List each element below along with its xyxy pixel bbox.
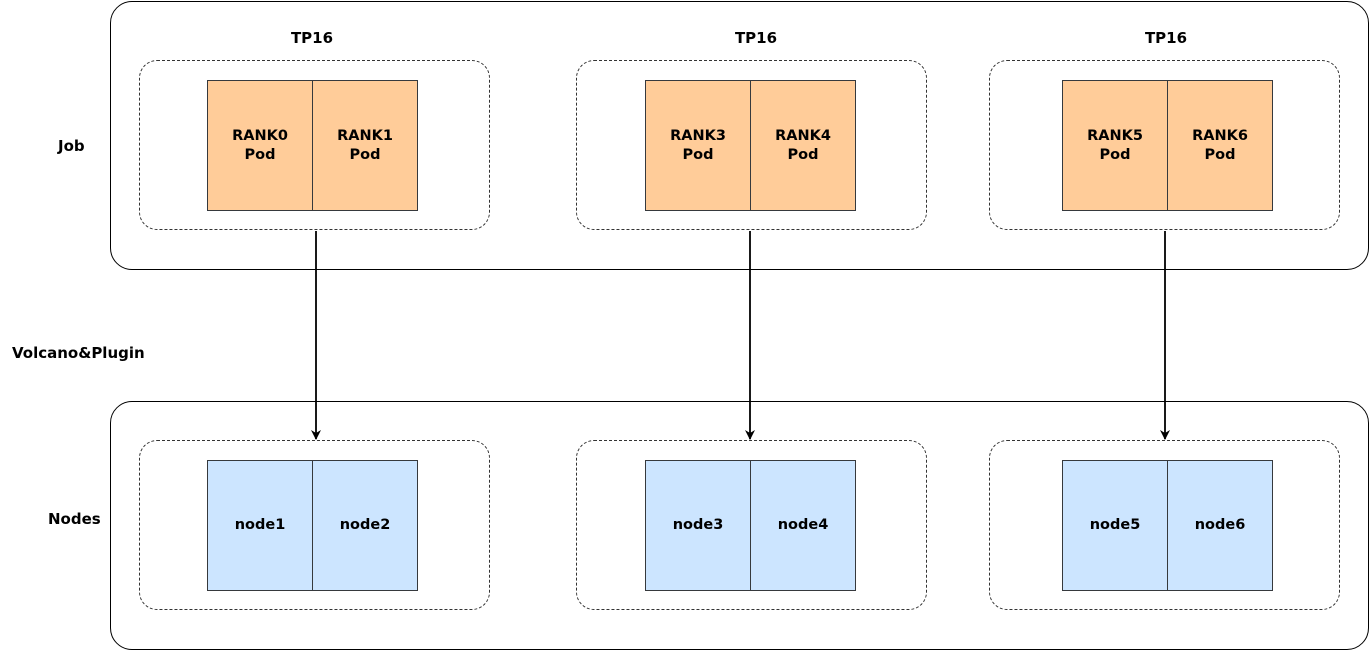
pod-cell: RANK0 Pod bbox=[207, 80, 313, 211]
pod-rank-label: RANK1 bbox=[337, 127, 393, 144]
node-cell: node3 bbox=[645, 460, 751, 591]
job-row-label: Job bbox=[58, 137, 85, 155]
pod-group bbox=[576, 60, 927, 230]
tp-group-title: TP16 bbox=[1144, 29, 1188, 47]
node-cell: node5 bbox=[1062, 460, 1168, 591]
node-label: node5 bbox=[1089, 517, 1141, 533]
pod-cell: RANK1 Pod bbox=[312, 80, 418, 211]
pod-type-label: Pod bbox=[1204, 146, 1236, 163]
nodes-row-label: Nodes bbox=[48, 510, 101, 528]
pod-cell: RANK3 Pod bbox=[645, 80, 751, 211]
node-group bbox=[139, 440, 490, 610]
pod-rank-label: RANK3 bbox=[670, 127, 726, 144]
tp-group-title: TP16 bbox=[290, 29, 334, 47]
node-cell: node6 bbox=[1167, 460, 1273, 591]
node-label: node6 bbox=[1194, 517, 1246, 533]
node-label: node3 bbox=[672, 517, 724, 533]
node-cell: node4 bbox=[750, 460, 856, 591]
pod-cell: RANK6 Pod bbox=[1167, 80, 1273, 211]
pod-type-label: Pod bbox=[787, 146, 819, 163]
arrow-head-icon bbox=[745, 430, 755, 440]
node-label: node4 bbox=[777, 517, 829, 533]
scheduler-label: Volcano&Plugin bbox=[12, 344, 145, 362]
pod-rank-label: RANK6 bbox=[1192, 127, 1248, 144]
pod-type-label: Pod bbox=[349, 146, 381, 163]
pod-rank-label: RANK5 bbox=[1087, 127, 1143, 144]
pod-type-label: Pod bbox=[1099, 146, 1131, 163]
arrow-head-icon bbox=[1160, 430, 1170, 440]
pod-rank-label: RANK4 bbox=[775, 127, 831, 144]
pod-type-label: Pod bbox=[682, 146, 714, 163]
arrow-head-icon bbox=[311, 430, 321, 440]
pod-group bbox=[139, 60, 490, 230]
pod-group bbox=[989, 60, 1340, 230]
node-group bbox=[989, 440, 1340, 610]
node-group bbox=[576, 440, 927, 610]
node-cell: node1 bbox=[207, 460, 313, 591]
pod-cell: RANK4 Pod bbox=[750, 80, 856, 211]
pod-rank-label: RANK0 bbox=[232, 127, 288, 144]
node-cell: node2 bbox=[312, 460, 418, 591]
node-label: node1 bbox=[234, 517, 286, 533]
tp-group-title: TP16 bbox=[734, 29, 778, 47]
pod-type-label: Pod bbox=[244, 146, 276, 163]
node-label: node2 bbox=[339, 517, 391, 533]
